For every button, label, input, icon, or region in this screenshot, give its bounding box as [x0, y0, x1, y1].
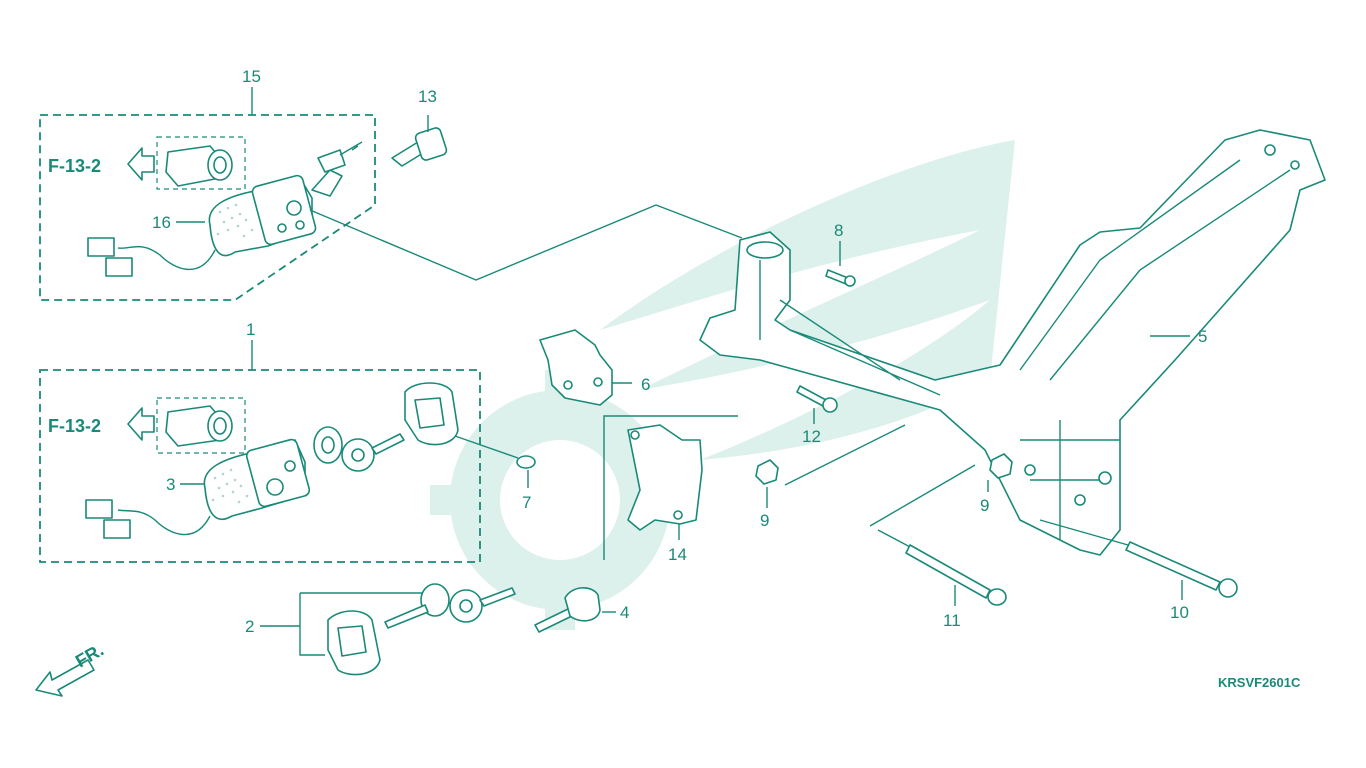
- callout-15: 15: [242, 67, 261, 86]
- drawing-code: KRSVF2601C: [1218, 675, 1301, 690]
- assembly-frame-15: [39, 87, 376, 301]
- callout-7: 7: [522, 493, 531, 512]
- key-4: [534, 587, 601, 633]
- seat-lock-parts: [313, 382, 459, 472]
- callout-10: 10: [1170, 603, 1189, 622]
- ignition-switch-16: [87, 141, 363, 277]
- callout-3: 3: [166, 475, 175, 494]
- callout-16: 16: [152, 213, 171, 232]
- ignition-switch-3: [85, 438, 311, 539]
- left-arrow-icon: [127, 147, 155, 181]
- bolt-12: [796, 385, 838, 424]
- bolt-7: [454, 435, 536, 488]
- bolt-10: [1039, 519, 1238, 600]
- down-left-arrow-icon: [35, 659, 95, 697]
- cross-ref-label-bottom: F-13-2: [48, 416, 101, 436]
- callout-4: 4: [620, 603, 629, 622]
- callout-2: 2: [245, 617, 254, 636]
- front-direction-arrow: FR.: [35, 640, 107, 697]
- cross-ref-arrow-bottom: F-13-2: [48, 407, 155, 441]
- bracket-14: [603, 415, 738, 560]
- cross-ref-label-top: F-13-2: [48, 156, 101, 176]
- lock-cylinder-inset-bottom: [165, 405, 233, 447]
- callout-8: 8: [834, 221, 843, 240]
- callout-9-right: 9: [980, 496, 989, 515]
- callout-numbers: 15 13 16 1 3 7 2 4 6 14 8 12 9 9 5 11 10: [152, 67, 1207, 636]
- left-arrow-icon: [127, 407, 155, 441]
- key-set-2: [299, 583, 516, 676]
- frame-body-5: [699, 129, 1326, 556]
- nut-9-right: [987, 453, 1013, 492]
- callout-5: 5: [1198, 327, 1207, 346]
- bolt-8: [825, 241, 856, 287]
- ignition-key-13: [391, 115, 448, 167]
- assembly-frame-1: [39, 340, 481, 563]
- callout-9-left: 9: [760, 511, 769, 530]
- lock-cylinder-inset-top: [165, 145, 233, 187]
- callout-11: 11: [943, 611, 961, 630]
- callout-12: 12: [802, 427, 821, 446]
- callout-13: 13: [418, 87, 437, 106]
- bracket-6: [539, 329, 632, 406]
- bolt-11: [869, 464, 1007, 606]
- callout-1: 1: [246, 320, 255, 339]
- callout-6: 6: [641, 375, 650, 394]
- cross-ref-arrow-top: F-13-2: [48, 147, 155, 181]
- leader-16-to-frame: [309, 204, 743, 281]
- callout-14: 14: [668, 545, 687, 564]
- nut-9-left: [755, 424, 906, 508]
